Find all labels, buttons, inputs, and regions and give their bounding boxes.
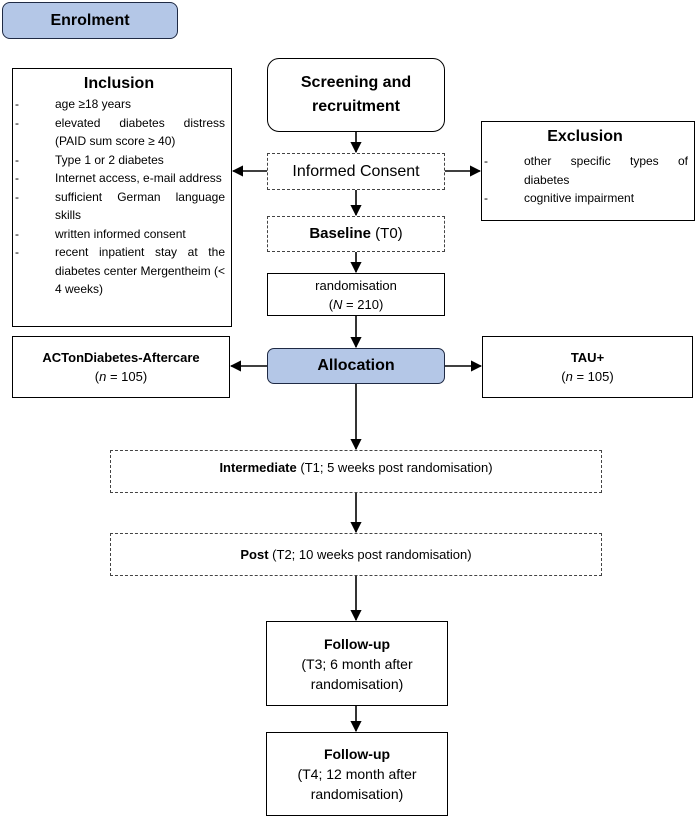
followup-t3-bold: Follow-up [323,635,391,652]
list-item: recent inpatient stay at the diabetes ce… [13,243,225,299]
list-item: elevated diabetes distress (PAID sum sco… [13,114,225,151]
followup-t4-box: Follow-up (T4; 12 month after randomisat… [266,732,448,816]
exclusion-box: Exclusion other specific types of diabet… [481,121,695,221]
aftercare-arm-name: ACTonDiabetes-Aftercare [42,350,200,365]
tau-arm-name: TAU+ [570,350,605,365]
intermediate-bold: Intermediate [219,460,297,475]
tau-arm-n: (n = 105) [561,369,614,384]
followup-t3-box: Follow-up (T3; 6 month after randomisati… [266,621,448,706]
inclusion-title: Inclusion [83,75,155,92]
post-rest: (T2; 10 weeks post randomisation) [268,547,472,562]
list-item: age ≥18 years [13,95,225,114]
followup-t4-bold: Follow-up [323,746,391,762]
exclusion-title: Exclusion [547,128,623,145]
baseline-bold: Baseline [309,225,372,242]
inclusion-list: age ≥18 yearselevated diabetes distress … [13,95,225,299]
enrolment-header: Enrolment [2,2,178,39]
intermediate-rest: (T1; 5 weeks post randomisation) [296,460,493,475]
baseline-box: Baseline (T0) [267,216,445,252]
exclusion-list: other specific types of diabetescognitiv… [482,152,688,208]
list-item: other specific types of diabetes [482,152,688,189]
intermediate-box: Intermediate (T1; 5 weeks post randomisa… [110,450,602,493]
list-item: Type 1 or 2 diabetes [13,151,225,170]
aftercare-arm-n: (n = 105) [94,369,148,384]
consent-label: Informed Consent [292,162,420,180]
enrolment-label: Enrolment [50,11,130,29]
baseline-rest: (T0) [371,225,403,242]
aftercare-arm-box: ACTonDiabetes-Aftercare (n = 105) [12,336,230,398]
randomisation-box: randomisation (N = 210) [267,273,445,316]
list-item: cognitive impairment [482,189,688,208]
followup-t3-line2: randomisation) [310,675,404,692]
allocation-box: Allocation [267,348,445,384]
list-item: Internet access, e-mail address [13,169,225,188]
randomisation-label: randomisation [315,277,397,293]
tau-arm-box: TAU+ (n = 105) [482,336,693,398]
followup-t4-line2: randomisation) [310,786,404,802]
consent-box: Informed Consent [267,153,445,190]
randomisation-n: (N = 210) [328,296,384,312]
followup-t4-line1: (T4; 12 month after [297,766,417,782]
screening-label: Screening and recruitment [300,74,412,115]
list-item: written informed consent [13,225,225,244]
followup-t3-line1: (T3; 6 month after [301,655,413,672]
post-box: Post (T2; 10 weeks post randomisation) [110,533,602,576]
list-item: sufficient German language skills [13,188,225,225]
screening-box: Screening and recruitment [267,58,445,132]
post-bold: Post [240,547,269,562]
inclusion-box: Inclusion age ≥18 yearselevated diabetes… [12,68,232,327]
allocation-label: Allocation [317,357,395,374]
